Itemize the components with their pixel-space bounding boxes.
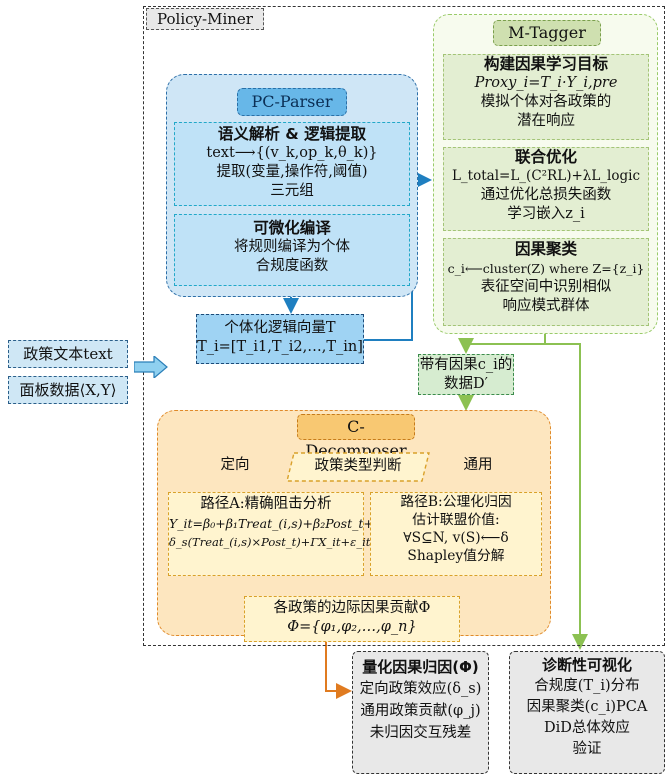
marginal-contribution-box: 各政策的边际因果贡献Φ Φ={φ₁,φ₂,…,φ_n}: [244, 596, 460, 642]
causal-target-line2: 模拟个体对各政策的: [480, 94, 612, 110]
input-arrow-icon: [133, 354, 168, 380]
arrow-marginal-to-output1: [325, 642, 352, 699]
attribution-heading: 量化因果归因(Φ): [362, 658, 479, 676]
policy-type-judge: 政策类型判断: [286, 452, 430, 482]
path-a-line3: δ_s(Treat_(i,s)×Post_t)+ΓX_it+ε_it: [169, 535, 371, 549]
path-a-box: 路径A:精确阻击分析 Y_it=β₀+β₁Treat_(i,s)+β₂Post_…: [168, 492, 374, 576]
judge-parallelogram-shape: [286, 452, 430, 482]
path-b-line3: ∀S⊆N, v(S)⟵δ: [403, 530, 509, 546]
m-tagger-title: M-Tagger: [493, 20, 601, 46]
attribution-line2: 通用政策贡献(φ_j): [360, 703, 481, 719]
causal-data-line1: 带有因果c_i的: [419, 357, 513, 373]
marginal-line1: 各政策的边际因果贡献Φ: [273, 600, 431, 616]
visualization-output-box: 诊断性可视化 合规度(T_i)分布 因果聚类(c_i)PCA DiD总体效应 验…: [509, 651, 665, 774]
attribution-output-box: 量化因果归因(Φ) 定向政策效应(δ_s) 通用政策贡献(φ_j) 未归因交互残…: [352, 651, 489, 774]
causal-target-line3: 潜在响应: [517, 113, 575, 129]
visualization-heading: 诊断性可视化: [541, 656, 632, 674]
visualization-line4: 验证: [572, 741, 602, 757]
judge-label: 政策类型判断: [314, 458, 402, 474]
path-b-line4: Shapley值分解: [407, 548, 505, 564]
causal-target-line1: Proxy_i=T_i·Y_i,pre: [474, 75, 618, 91]
causal-data-line2: 数据D′: [444, 376, 488, 392]
diff-compile-line2: 合规度函数: [255, 258, 329, 274]
semantic-parse-line2: 提取(变量,操作符,阈值): [216, 164, 368, 180]
joint-optimization-line3: 学习嵌入z_i: [507, 206, 585, 222]
joint-optimization-line2: 通过优化总损失函数: [480, 187, 612, 203]
joint-optimization-line1: L_total=L_(C²RL)+λL_logic: [451, 168, 641, 184]
diff-compile-line1: 将规则编译为个体: [234, 239, 350, 255]
semantic-parse-heading: 语义解析 & 逻辑提取: [217, 125, 367, 143]
semantic-parse-line1: text⟶{(v_k,op_k,θ_k)}: [206, 145, 378, 161]
policy-miner-title: Policy-Miner: [146, 8, 264, 30]
causal-cluster-line2: 表征空间中识别相似: [480, 279, 612, 295]
input-policy-text: 政策文本text: [8, 340, 128, 368]
joint-optimization-box: 联合优化 L_total=L_(C²RL)+λL_logic 通过优化总损失函数…: [443, 147, 649, 231]
causal-target-box: 构建因果学习目标 Proxy_i=T_i·Y_i,pre 模拟个体对各政策的 潜…: [443, 54, 649, 140]
input-panel-data: 面板数据⟨X,Y⟩: [8, 376, 128, 404]
general-label: 通用: [463, 457, 493, 473]
causal-cluster-line1: c_i⟵cluster(Z) where Z={z_i}: [447, 261, 645, 276]
attribution-line3: 未归因交互残差: [369, 725, 472, 741]
diff-compile-box: 可微化编译 将规则编译为个体 合规度函数: [174, 214, 410, 286]
path-b-line1: 路径B:公理化归因: [400, 494, 512, 510]
logic-vector-line2: T_i=[T_i1,T_i2,…,T_in]: [197, 339, 363, 355]
pc-parser-title: PC-Parser: [237, 88, 347, 116]
path-a-line1: 路径A:精确阻击分析: [200, 496, 332, 512]
policy-miner-frame: [143, 6, 665, 646]
causal-cluster-line3: 响应模式群体: [502, 298, 590, 314]
arrow-mtagger-to-output2: [544, 334, 588, 650]
causal-cluster-box: 因果聚类 c_i⟵cluster(Z) where Z={z_i} 表征空间中识…: [443, 238, 649, 326]
visualization-line2: 因果聚类(c_i)PCA: [526, 699, 648, 715]
diff-compile-heading: 可微化编译: [253, 219, 331, 237]
causal-target-heading: 构建因果学习目标: [483, 55, 608, 73]
path-a-line2: Y_it=β₀+β₁Treat_(i,s)+β₂Post_t+: [169, 516, 374, 531]
c-decomposer-title: C-Decomposer: [297, 414, 415, 460]
path-b-box: 路径B:公理化归因 估计联盟价值: ∀S⊆N, v(S)⟵δ Shapley值分…: [370, 492, 542, 576]
causal-cluster-heading: 因果聚类: [514, 240, 577, 258]
directed-label: 定向: [220, 457, 250, 473]
semantic-parse-box: 语义解析 & 逻辑提取 text⟶{(v_k,op_k,θ_k)} 提取(变量,…: [174, 122, 410, 206]
marginal-line2: Φ={φ₁,φ₂,…,φ_n}: [287, 619, 417, 635]
semantic-parse-line3: 三元组: [270, 183, 314, 199]
logic-vector-box: 个体化逻辑向量T T_i=[T_i1,T_i2,…,T_in]: [196, 314, 364, 364]
attribution-line1: 定向政策效应(δ_s): [359, 681, 482, 697]
visualization-line3: DiD总体效应: [544, 720, 630, 736]
joint-optimization-heading: 联合优化: [514, 148, 577, 166]
logic-vector-line1: 个体化逻辑向量T: [224, 320, 336, 336]
causal-data-box: 带有因果c_i的 数据D′: [418, 354, 514, 395]
path-b-line2: 估计联盟价值:: [412, 512, 500, 528]
visualization-line1: 合规度(T_i)分布: [534, 678, 640, 694]
